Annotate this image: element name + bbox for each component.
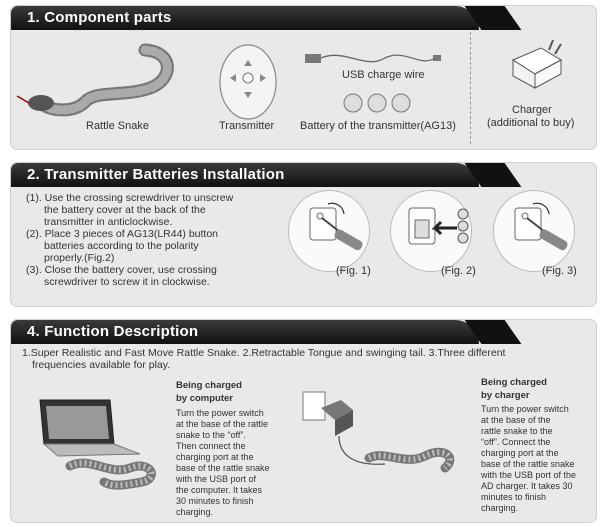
text-line: charging port at the [176, 452, 254, 462]
rattle-snake-caption: Rattle Snake [86, 120, 149, 132]
step-line: properly.(Fig.2) [44, 252, 115, 264]
step-line: (3). Close the battery cover, use crossi… [26, 264, 217, 276]
step-line: transmitter in anticlockwise. [44, 216, 173, 228]
step-line: (1). Use the crossing screwdriver to uns… [26, 192, 234, 204]
text-line: with the USB port of [176, 474, 257, 484]
step-line: the battery cover at the back of the [44, 204, 206, 216]
text-line: charging port at the [481, 448, 559, 458]
text-line: snake to the “off”. [176, 430, 246, 440]
text-line: AD charger. It takes 30 [481, 481, 573, 491]
function-description-text: 1.Super Realistic and Fast Move Rattle S… [22, 347, 505, 371]
section-header: 4. Function Description [11, 320, 479, 344]
text-line: base of the rattle snake [481, 459, 575, 469]
wall-charger-image [302, 391, 455, 473]
text-line: rattle snake to the [481, 426, 553, 436]
fig2-illustration [390, 190, 472, 272]
text-line: the computer. It takes [176, 485, 263, 495]
section-title: 4. Function Description [27, 323, 199, 340]
charger-caption-1: Charger [512, 104, 552, 116]
step-line: screwdriver to screw it in clockwise. [44, 276, 210, 288]
text-line: Turn the power switch [481, 404, 569, 414]
component-parts-panel: 1. Component parts [10, 5, 597, 150]
battery-slot-image [408, 207, 469, 245]
screwdriver-icon [514, 202, 568, 251]
text-line: “off”. Connect the [481, 437, 551, 447]
text-line: at the base of the [481, 415, 551, 425]
usb-wire-image [305, 54, 441, 63]
usb-wire-caption: USB charge wire [342, 69, 425, 81]
text-line: Turn the power switch [176, 408, 264, 418]
fig1-caption: (Fig. 1) [336, 265, 371, 277]
text-line: minutes to finish [481, 492, 547, 502]
section-title: 1. Component parts [27, 9, 172, 26]
step-line: batteries according to the polarity [44, 240, 199, 252]
install-steps: (1). Use the crossing screwdriver to uns… [26, 192, 233, 288]
text-line: charging. [176, 507, 214, 517]
fig3-caption: (Fig. 3) [542, 265, 577, 277]
charger-caption-2: (additional to buy) [487, 117, 575, 129]
charger-image [511, 39, 563, 89]
text-line: Then connect the [176, 441, 246, 451]
text-line: base of the rattle snake [176, 463, 270, 473]
desc-line: frequencies available for play. [32, 359, 171, 371]
computer-charge-title-1: Being charged [176, 380, 242, 391]
fig2-caption: (Fig. 2) [441, 265, 476, 277]
computer-charge-title-2: by computer [176, 393, 234, 404]
battery-caption: Battery of the transmitter(AG13) [300, 120, 456, 132]
text-line: charging. [481, 503, 519, 513]
charger-charge-text: Turn the power switch at the base of the… [481, 404, 576, 514]
computer-charge-text: Turn the power switch at the base of the… [176, 408, 270, 518]
charger-charge-title-2: by charger [481, 390, 530, 401]
desc-line: 1.Super Realistic and Fast Move Rattle S… [22, 347, 506, 359]
transmitter-image [219, 44, 277, 120]
laptop-image [39, 399, 156, 490]
divider [470, 32, 471, 144]
text-line: 30 minutes to finish [176, 496, 254, 506]
charger-charge-title-1: Being charged [481, 377, 547, 388]
section-title: 2. Transmitter Batteries Installation [27, 166, 285, 183]
screwdriver-icon [309, 202, 363, 251]
transmitter-caption: Transmitter [219, 120, 275, 132]
text-line: at the base of the rattle [176, 419, 269, 429]
batteries-image [343, 93, 411, 113]
section-header: 2. Transmitter Batteries Installation [11, 163, 479, 187]
rattle-snake-image [16, 43, 174, 117]
section-header: 1. Component parts [11, 6, 479, 30]
step-line: (2). Place 3 pieces of AG13(LR44) button [26, 228, 219, 240]
text-line: with the USB port of the [481, 470, 577, 480]
